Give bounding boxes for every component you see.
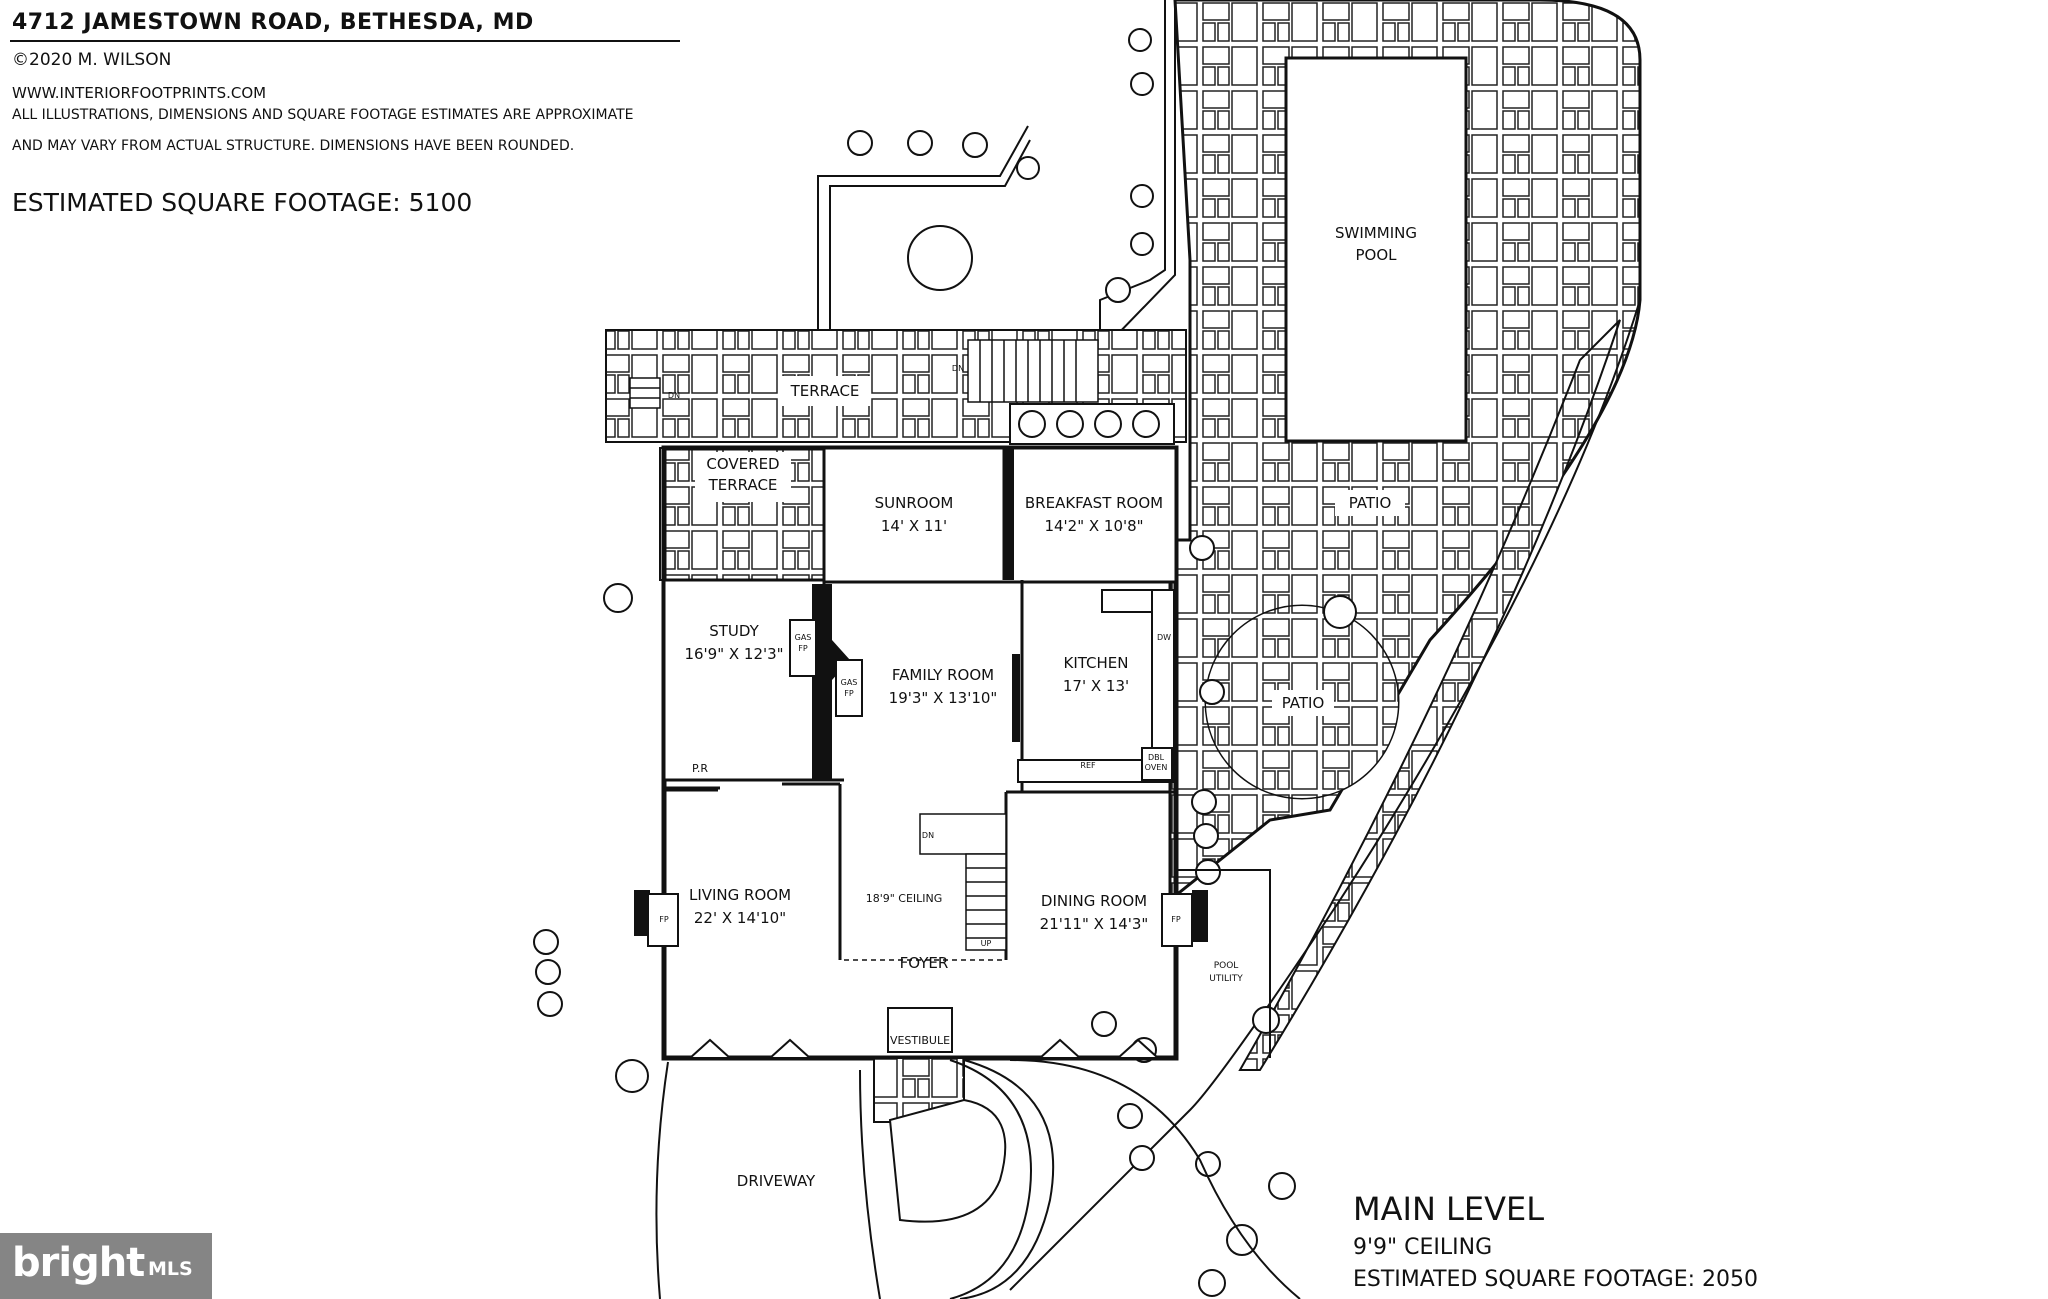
pool-utility-label-1: POOL [1214, 961, 1239, 971]
terrace-stairs-dn: DN [952, 364, 964, 373]
terrace-stairs [967, 339, 1099, 403]
interior-walls [664, 448, 1176, 960]
chimney [812, 584, 850, 780]
kitchen-dim: 17' X 13' [1063, 677, 1129, 695]
driveway-edge [655, 1061, 881, 1299]
family-fp-label: FP [844, 689, 854, 698]
main-stairs-up: UP [981, 939, 992, 948]
wall-oven-label-2: OVEN [1145, 763, 1168, 772]
disclaimer-line-2: AND MAY VARY FROM ACTUAL STRUCTURE. DIME… [12, 138, 575, 154]
sunroom-label: SUNROOM [875, 494, 954, 512]
living-fireplace [634, 890, 650, 936]
side-stairs [629, 377, 661, 409]
foyer-ceiling: 18'9" CEILING [866, 892, 943, 905]
copyright: ©2020 M. WILSON [12, 50, 172, 70]
study-fp-label: FP [798, 644, 808, 653]
header-rule [10, 40, 680, 42]
dishwasher-label: DW [1157, 633, 1171, 642]
main-stairs [919, 813, 1007, 951]
refrigerator-label: REF [1080, 761, 1096, 770]
swimming-pool-label-1: SWIMMING [1335, 224, 1417, 242]
front-windows [687, 1038, 1161, 1059]
main-stairs-dn: DN [922, 831, 934, 840]
family-room-dim: 19'3" X 13'10" [889, 689, 998, 707]
family-gas-fireplace [835, 659, 863, 717]
level-name: MAIN LEVEL [1353, 1190, 1545, 1228]
swimming-pool [1284, 56, 1468, 443]
round-patio-label: PATIO [1282, 694, 1325, 712]
covered-terrace-label-2: TERRACE [708, 476, 778, 494]
living-fp-label: FP [659, 915, 669, 924]
disclaimer-line-1: ALL ILLUSTRATIONS, DIMENSIONS AND SQUARE… [12, 107, 634, 123]
study-gas-fireplace [789, 619, 817, 677]
garden-wall-right [1099, 0, 1176, 341]
bright-mls-logo: bright MLS [0, 1233, 212, 1299]
covered-terrace-label-1: COVERED [706, 455, 779, 473]
kitchen-label: KITCHEN [1064, 654, 1129, 672]
website: WWW.INTERIORFOOTPRINTS.COM [12, 84, 267, 102]
swimming-pool-label-2: POOL [1355, 246, 1397, 264]
dining-room-label: DINING ROOM [1041, 892, 1147, 910]
shrubs [533, 28, 1357, 1297]
garden-strip [1238, 319, 1621, 1071]
breakfast-room-dim: 14'2" X 10'8" [1044, 517, 1143, 535]
front-steps [959, 1059, 1055, 1299]
pool-utility-label-2: UTILITY [1209, 974, 1243, 984]
living-room-dim: 22' X 14'10" [694, 909, 786, 927]
garden-edge [1009, 299, 1641, 1291]
kitchen-counters [1017, 589, 1175, 783]
dining-room-dim: 21'11" X 14'3" [1040, 915, 1149, 933]
study-dim: 16'9" X 12'3" [684, 645, 783, 663]
living-room-label: LIVING ROOM [689, 886, 791, 904]
family-gas-label: GAS [841, 678, 858, 687]
family-room-label: FAMILY ROOM [892, 666, 994, 684]
dining-fireplace [1192, 890, 1208, 942]
side-stairs-dn: DN [668, 391, 680, 400]
level-ceiling: 9'9" CEILING [1353, 1235, 1493, 1260]
wall-oven-label-1: DBL [1148, 753, 1165, 762]
driveway-label: DRIVEWAY [737, 1172, 816, 1190]
level-square-footage: ESTIMATED SQUARE FOOTAGE: 2050 [1353, 1267, 1759, 1292]
foyer-label: FOYER [900, 954, 949, 972]
study-gas-label: GAS [795, 633, 812, 642]
breakfast-room-label: BREAKFAST ROOM [1025, 494, 1163, 512]
property-address: 4712 JAMESTOWN ROAD, BETHESDA, MD [12, 10, 534, 35]
vestibule [887, 1007, 953, 1053]
patio-label: PATIO [1349, 494, 1392, 512]
powder-room-label: P.R [692, 762, 708, 775]
terrace-label: TERRACE [790, 382, 860, 400]
total-square-footage: ESTIMATED SQUARE FOOTAGE: 5100 [12, 188, 473, 217]
dining-fp-label: FP [1171, 915, 1181, 924]
logo-suffix: MLS [148, 1258, 193, 1280]
study-label: STUDY [709, 622, 759, 640]
sunroom-dim: 14' X 11' [881, 517, 947, 535]
vestibule-label: VESTIBULE [890, 1034, 950, 1047]
logo-brand: bright [12, 1240, 145, 1286]
